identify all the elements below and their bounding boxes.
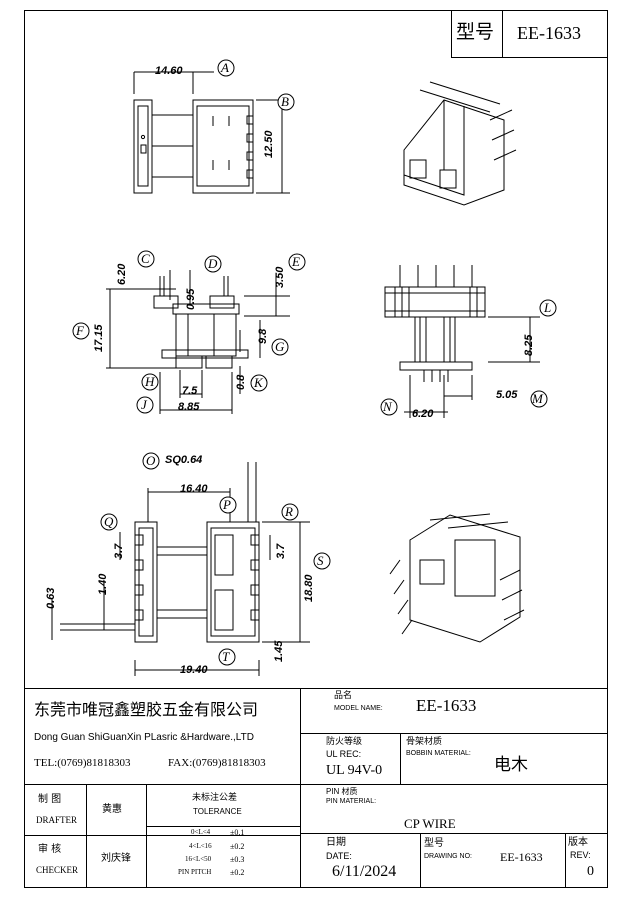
drafter-name: 黄惠 [102, 804, 122, 815]
rev-en: REV: [570, 850, 591, 860]
callout-e: E [292, 254, 300, 269]
bobbin-value: 电木 [494, 755, 528, 775]
callout-k: K [254, 375, 263, 390]
dim-0-95: 0.95 [185, 288, 197, 310]
type-header-box [451, 10, 608, 58]
dim-3-7-q: 3.7 [113, 543, 125, 559]
ul-en: UL REC: [326, 749, 362, 759]
callout-o: O [146, 453, 156, 468]
dim-6-20-c: 6.20 [116, 263, 128, 285]
view-front-top [133, 71, 290, 194]
dim-9-8: 9.8 [257, 328, 269, 344]
callout-l: L [544, 300, 552, 315]
callout-h: H [145, 374, 155, 389]
callout-t: T [222, 649, 230, 664]
type-label: 型号 [456, 21, 495, 43]
drawing-no-value: EE-1633 [500, 850, 543, 864]
model-name-cn: 品名 [334, 691, 353, 701]
tol-range-2: 4<L<16 [189, 842, 212, 850]
tol-val-1: ±0.1 [230, 828, 245, 837]
pin-material-cn: PIN 材质 [326, 787, 358, 796]
dim-6-20-n: 6.20 [412, 408, 434, 420]
pin-material-value: CP WIRE [404, 816, 456, 831]
tolerance-cn: 未标注公差 [192, 793, 238, 803]
view-iso-top [403, 81, 517, 206]
dim-8-25: 8.25 [523, 334, 535, 356]
drawing-no-en: DRAWING NO: [424, 853, 472, 860]
dim-1-45: 1.45 [273, 640, 285, 662]
view-plan-bottom [51, 462, 310, 676]
dim-5-05: 5.05 [496, 389, 518, 401]
bobbin-en: BOBBIN MATERIAL: [406, 750, 471, 757]
dim-1-40: 1.40 [97, 573, 109, 595]
dim-18-80: 18.80 [303, 574, 315, 602]
date-cn: 日期 [326, 837, 346, 848]
callout-p: P [223, 497, 231, 512]
checker-name: 刘庆锋 [101, 853, 131, 864]
callout-b: B [281, 94, 289, 109]
model-name-value: EE-1633 [416, 696, 477, 715]
drafter-cn: 制 图 [38, 794, 62, 805]
pin-material-en: PIN MATERIAL: [326, 798, 377, 805]
dim-0-63: 0.63 [45, 587, 57, 609]
callout-circles [72, 59, 557, 666]
dim-17-15: 17.15 [93, 324, 105, 352]
callout-m: M [532, 391, 543, 406]
dim-8-85: 8.85 [178, 401, 200, 413]
dim-sq0-64: SQ0.64 [165, 454, 203, 466]
tol-range-3: 16<L<50 [185, 855, 212, 863]
checker-en: CHECKER [36, 865, 79, 875]
tolerance-en: TOLERANCE [193, 807, 242, 816]
tol-val-3: ±0.3 [230, 855, 245, 864]
dim-0-8: 0.8 [235, 374, 247, 390]
callout-r: R [285, 504, 293, 519]
callout-j: J [141, 397, 147, 412]
checker-cn: 审 核 [38, 844, 62, 855]
callout-s: S [317, 553, 324, 568]
rev-value: 0 [587, 864, 594, 879]
view-side-right [384, 265, 540, 418]
title-block-grid [24, 688, 607, 887]
tol-range-4: PIN PITCH [178, 868, 212, 876]
date-en: DATE: [326, 851, 352, 861]
company-name-cn: 东莞市唯冠鑫塑胶五金有限公司 [34, 700, 259, 719]
type-value: EE-1633 [517, 23, 581, 43]
company-fax: FAX:(0769)81818303 [168, 757, 266, 769]
callout-f: F [76, 323, 84, 338]
dim-3-50: 3.50 [274, 266, 286, 288]
company-name-en: Dong Guan ShiGuanXin PLasric &Hardware.,… [34, 732, 254, 743]
drawing-no-cn: 型号 [424, 838, 444, 849]
view-side-mid [106, 270, 290, 414]
ul-value: UL 94V-0 [326, 763, 383, 778]
rev-cn: 版本 [568, 837, 588, 848]
callout-n: N [383, 399, 392, 414]
dim-19-40: 19.40 [180, 664, 208, 676]
drafter-en: DRAFTER [36, 815, 78, 825]
model-name-en: MODEL NAME: [334, 705, 383, 712]
dim-12-50: 12.50 [263, 130, 275, 158]
callout-d: D [208, 256, 218, 271]
callout-g: G [275, 339, 285, 354]
callout-q: Q [104, 514, 114, 529]
company-tel: TEL:(0769)81818303 [34, 757, 131, 769]
callout-c: C [141, 251, 150, 266]
ul-cn: 防火等级 [326, 737, 363, 747]
dim-7-5: 7.5 [182, 385, 198, 397]
tol-val-4: ±0.2 [230, 868, 245, 877]
view-iso-bottom [389, 513, 525, 643]
date-value: 6/11/2024 [332, 863, 397, 880]
dim-3-7-r: 3.7 [275, 543, 287, 559]
sheet-border [24, 10, 608, 888]
dim-16-40: 16.40 [180, 483, 208, 495]
bobbin-cn: 骨架材质 [406, 737, 443, 747]
tol-val-2: ±0.2 [230, 842, 245, 851]
dim-14-60: 14.60 [155, 65, 183, 77]
tol-range-1: 0<L<4 [191, 828, 211, 836]
callout-a: A [221, 60, 229, 75]
